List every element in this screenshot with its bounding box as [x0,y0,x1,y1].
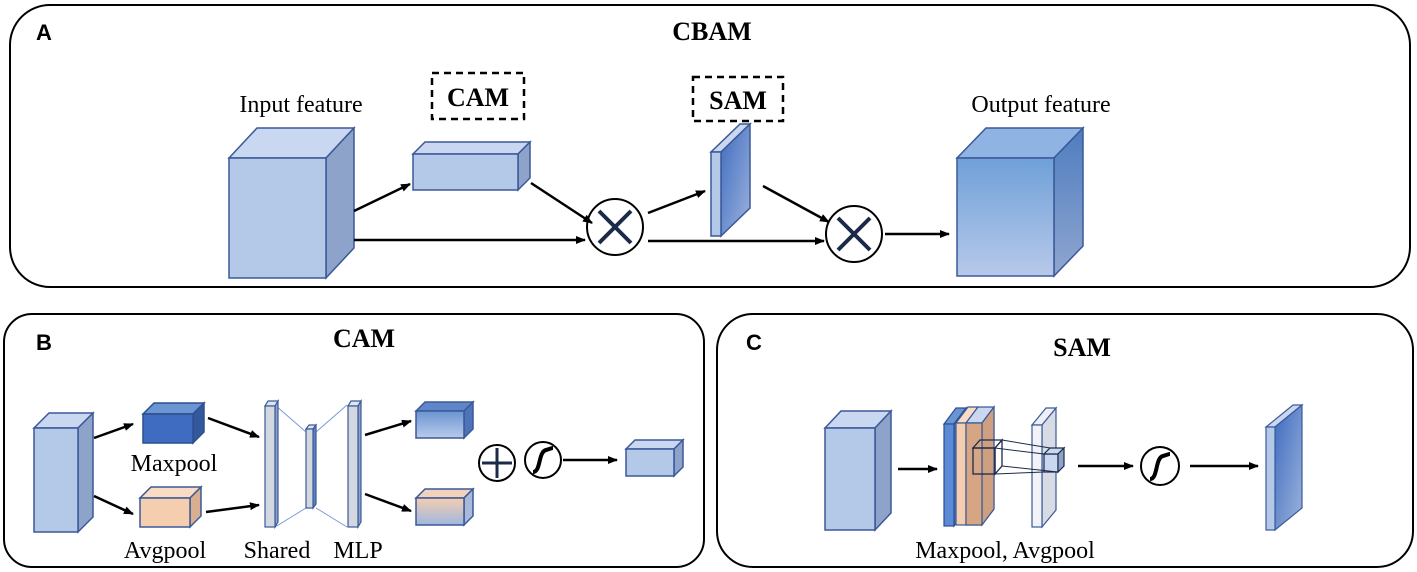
multiply-circle-icon [825,205,883,263]
panel-a-arrows [353,181,950,245]
spatial-attention-map [709,122,752,238]
plus-circle-icon [478,444,516,482]
maxpool-avgpool-label: Maxpool, Avgpool [915,538,1095,564]
input-feature-cube [227,126,356,280]
sigmoid-icon [524,441,562,479]
output-feature-cube [955,126,1085,278]
maxpool-cube [141,401,206,445]
panel-b-letter: B [36,330,52,355]
panel-b-title: CAM [333,324,395,353]
sam-dashed-box [691,75,785,123]
avgpool-output-cube [414,487,475,527]
avgpool-label: Avgpool [124,538,207,564]
sam-input-cube [823,409,893,532]
panel-a-frame [9,4,1411,288]
cam-input-cube [32,411,95,534]
input-feature-label: Input feature [239,92,362,118]
cam-box-label: CAM [447,83,509,112]
sam-box-label: SAM [709,86,767,115]
panel-a-title: CBAM [672,17,751,46]
pooled-feature-maps [942,405,996,528]
channel-attention-map [411,140,532,192]
maxpool-output-cube [414,400,475,440]
panel-c-title: SAM [1053,333,1111,362]
panel-a: A CBAM Input feature CAM SAM Output feat… [9,4,1411,288]
panel-b: B CAM Maxpool Avgpool [3,313,705,568]
mlp-label: MLP [333,538,382,564]
channel-attention-output-cube [624,438,685,478]
panel-c-letter: C [746,330,762,355]
multiply-circle-icon [586,198,644,256]
shared-label: Shared [244,538,311,564]
output-feature-label: Output feature [971,92,1110,118]
panel-c: C SAM [716,313,1414,568]
spatial-attention-output [1264,403,1304,532]
conv-output-map [1030,406,1066,529]
panel-b-arrows [93,416,618,516]
cam-dashed-box [430,71,526,121]
conv-projection-lines [994,439,1059,475]
maxpool-label: Maxpool [131,451,218,477]
panel-c-arrows [898,462,1259,473]
shared-mlp [263,398,363,530]
sigmoid-icon [1140,446,1180,486]
avgpool-cube [138,485,203,529]
panel-a-letter: A [36,20,52,45]
